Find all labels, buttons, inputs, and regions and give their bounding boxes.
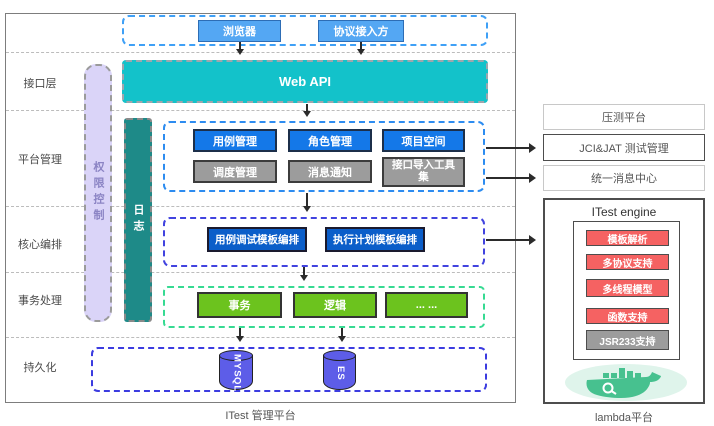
button-schedule-mgmt: 调度管理 bbox=[193, 160, 277, 183]
itest-engine-box: ITest engine 模板解析 多协议支持 多线程模型 函数支持 JSR23… bbox=[543, 198, 705, 404]
button-usecase-debug-template: 用例调试模板编排 bbox=[207, 227, 307, 252]
cylinder-top bbox=[323, 350, 356, 361]
layer-label-platform: 平台管理 bbox=[18, 154, 62, 166]
layer-separator bbox=[6, 52, 515, 53]
feature-jsr233-support: JSR233支持 bbox=[586, 330, 669, 350]
transaction-group bbox=[163, 286, 485, 328]
box-jcijat-test-mgmt: JCI&JAT 测试管理 bbox=[543, 134, 705, 161]
button-logic: 逻辑 bbox=[293, 292, 377, 318]
permission-control-label: 权限控制 bbox=[92, 161, 104, 225]
arrow-platform-to-core bbox=[303, 193, 311, 212]
web-api-bar: Web API bbox=[122, 60, 488, 103]
persistence-group bbox=[91, 347, 487, 392]
main-caption: ITest 管理平台 bbox=[225, 410, 296, 422]
client-box-browser: 浏览器 bbox=[198, 20, 281, 42]
client-box-protocol: 协议接入方 bbox=[318, 20, 404, 42]
right-caption: lambda平台 bbox=[594, 412, 654, 424]
button-project-space: 项目空间 bbox=[382, 129, 465, 152]
layer-label-transaction: 事务处理 bbox=[18, 295, 62, 307]
log-label: 日志 bbox=[132, 204, 144, 236]
box-unified-message-center: 统一消息中心 bbox=[543, 165, 705, 191]
arrow-logic-to-es bbox=[338, 328, 346, 342]
button-exec-plan-template: 执行计划模板编排 bbox=[325, 227, 425, 252]
arrow-core-to-transaction bbox=[300, 267, 308, 281]
permission-control-bar: 权限控制 bbox=[84, 64, 112, 322]
log-bar: 日志 bbox=[124, 118, 152, 322]
arrow-browser-to-webapi bbox=[236, 42, 244, 55]
layer-label-interface: 接口层 bbox=[23, 78, 57, 90]
layer-separator bbox=[6, 206, 515, 207]
layer-label-persistence: 持久化 bbox=[23, 362, 57, 374]
feature-template-parse: 模板解析 bbox=[586, 230, 669, 246]
layer-separator bbox=[6, 272, 515, 273]
arrow-protocol-to-webapi bbox=[357, 42, 365, 55]
layer-separator bbox=[6, 110, 515, 111]
docker-whale-icon bbox=[586, 368, 661, 398]
cylinder-top bbox=[219, 350, 253, 361]
feature-function-support: 函数支持 bbox=[586, 308, 669, 324]
database-cylinder-es-icon: ES bbox=[323, 350, 356, 390]
arrow-core-to-engine bbox=[486, 235, 536, 245]
arrow-transaction-to-mysql bbox=[236, 328, 244, 342]
feature-multi-thread: 多线程模型 bbox=[586, 279, 669, 297]
button-role-mgmt: 角色管理 bbox=[288, 129, 372, 152]
button-api-import-toolset: 接口导入工具集 bbox=[382, 157, 465, 187]
core-orchestration-group bbox=[163, 217, 485, 267]
platform-management-group bbox=[163, 121, 485, 192]
feature-multi-protocol: 多协议支持 bbox=[586, 254, 669, 270]
arrow-platform-to-message-center bbox=[486, 173, 536, 183]
button-more: ... ... bbox=[385, 292, 468, 318]
button-usecase-mgmt: 用例管理 bbox=[193, 129, 277, 152]
layer-separator bbox=[6, 337, 515, 338]
button-message-notify: 消息通知 bbox=[288, 160, 372, 183]
arrow-webapi-to-platform bbox=[303, 104, 311, 117]
database-label-es: ES bbox=[334, 365, 346, 381]
box-stress-test-platform: 压测平台 bbox=[543, 104, 705, 130]
layer-label-orchestration: 核心编排 bbox=[18, 239, 62, 251]
arrow-platform-to-jcijat bbox=[486, 143, 536, 153]
clients-group bbox=[122, 15, 488, 46]
button-transaction: 事务 bbox=[197, 292, 282, 318]
engine-title: ITest engine bbox=[591, 205, 657, 219]
engine-inner-box: 模板解析 多协议支持 多线程模型 函数支持 JSR233支持 bbox=[573, 221, 680, 360]
